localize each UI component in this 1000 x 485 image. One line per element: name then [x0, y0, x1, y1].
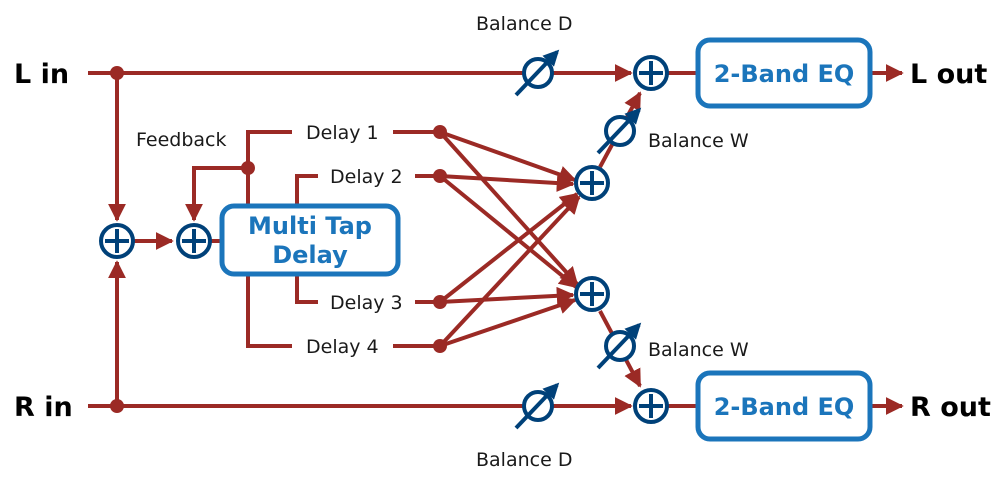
feedback-line — [185, 166, 248, 222]
multi-tap-delay-line-2: Delay — [272, 241, 348, 269]
l-out-label: L out — [910, 59, 987, 90]
balance-w-bottom-label: Balance W — [648, 339, 749, 361]
output-adder-right — [633, 388, 669, 424]
junction-nodes — [110, 66, 447, 413]
d1-to-wl-line — [439, 130, 577, 184]
r-in-label: R in — [14, 392, 73, 423]
d1-to-wr-line — [438, 130, 579, 286]
feedback-adder — [176, 223, 212, 259]
balance-w-top-label: Balance W — [648, 130, 749, 152]
wet-adder-left — [574, 165, 610, 201]
output-adder-left — [633, 55, 669, 91]
knob-arrow-icon — [596, 107, 642, 155]
delay-1-node — [433, 125, 447, 139]
multi-tap-delay-line-1: Multi Tap — [248, 212, 372, 240]
r-split-node — [110, 399, 124, 413]
wet-adder-right — [574, 276, 610, 312]
d2-to-wr-line — [438, 174, 578, 289]
eq-top-block[interactable]: 2-Band EQ — [695, 37, 873, 109]
feedback-label: Feedback — [136, 129, 226, 151]
delay-4-label: Delay 4 — [306, 336, 379, 358]
delay-4-tap-line — [246, 274, 292, 348]
l-split-node — [110, 66, 124, 80]
knob-arrow-icon — [514, 49, 560, 97]
delay-4-node — [433, 339, 447, 353]
delay-3-node — [433, 295, 447, 309]
knob-arrow-icon — [596, 322, 642, 370]
d3-to-wl-line — [438, 192, 579, 304]
feedback-node — [241, 161, 255, 175]
knob-arrow-icon — [514, 382, 560, 430]
balance-d-bottom-label: Balance D — [476, 449, 572, 471]
balance-d-bottom-knob[interactable] — [514, 382, 560, 430]
delay-3-tap-line — [295, 274, 318, 304]
d2-to-wl-line — [439, 174, 575, 193]
balance-w-top-knob[interactable] — [596, 107, 642, 155]
d4-to-wr-line — [439, 296, 577, 348]
delay-1-tap-line — [246, 130, 292, 168]
input-adder-lr — [99, 223, 135, 259]
d3-to-wr-line — [439, 286, 575, 305]
balance-w-bottom-knob[interactable] — [596, 322, 642, 370]
balance-d-top-knob[interactable] — [514, 49, 560, 97]
delay-1-label: Delay 1 — [306, 122, 379, 144]
eq-bottom-block[interactable]: 2-Band EQ — [695, 370, 873, 442]
delay-2-node — [433, 169, 447, 183]
r-out-label: R out — [910, 392, 991, 423]
eq-bottom-label: 2-Band EQ — [714, 393, 855, 421]
delay-3-label: Delay 3 — [330, 292, 403, 314]
delay-2-tap-line — [295, 174, 318, 206]
balance-d-top-label: Balance D — [476, 13, 572, 35]
d4-to-wl-line — [438, 195, 581, 348]
multi-tap-delay-block[interactable]: Multi Tap Delay — [219, 203, 401, 277]
eq-top-label: 2-Band EQ — [714, 60, 855, 88]
l-in-label: L in — [14, 59, 69, 90]
delay-2-label: Delay 2 — [330, 166, 403, 188]
